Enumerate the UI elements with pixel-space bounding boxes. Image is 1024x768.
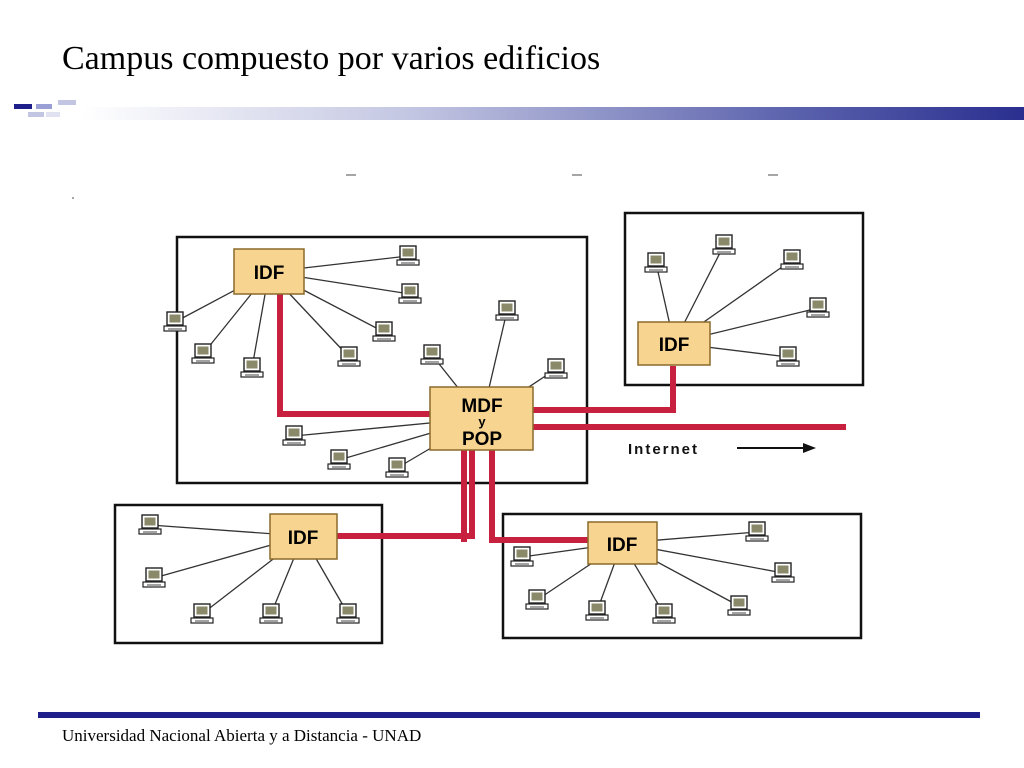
computer-terminal-icon — [327, 449, 351, 470]
computer-terminal-icon — [712, 234, 736, 255]
internet-label: Internet — [628, 441, 699, 458]
computer-terminal-icon — [190, 603, 214, 624]
mdf-label: MDF — [461, 396, 502, 417]
computer-terminal-icon — [336, 603, 360, 624]
computer-terminal-icon — [806, 297, 830, 318]
idf-bottom-left: IDF — [269, 513, 338, 560]
computer-terminal-icon — [495, 300, 519, 321]
idf-top-right: IDF — [637, 321, 711, 366]
slide-title: Campus compuesto por varios edificios — [62, 40, 601, 77]
stray-marks — [72, 174, 778, 199]
computer-terminal-icon — [142, 567, 166, 588]
idf-bottom-right: IDF — [587, 521, 658, 565]
computer-terminal-icon — [282, 425, 306, 446]
computer-terminal-icon — [259, 603, 283, 624]
computer-terminal-icon — [771, 562, 795, 583]
title-underline-bar — [82, 107, 1024, 120]
idf-bottom-left-label: IDF — [288, 528, 319, 549]
computer-terminal-icon — [396, 245, 420, 266]
computer-terminal-icon — [240, 357, 264, 378]
link-mdf-idf-top-left — [277, 294, 432, 417]
building-bottom-right — [501, 512, 863, 640]
computer-terminal-icon — [420, 344, 444, 365]
footer-text: Universidad Nacional Abierta y a Distanc… — [62, 726, 422, 745]
arrow-right-icon — [737, 443, 816, 453]
idf-top-left: IDF — [233, 248, 305, 295]
link-mdf-idf-bottom-left — [337, 450, 475, 539]
computer-terminal-icon — [585, 600, 609, 621]
link-mdf-idf-top-right — [532, 366, 676, 413]
computer-terminal-icon — [163, 311, 187, 332]
computer-terminal-icon — [385, 457, 409, 478]
computer-terminal-icon — [138, 514, 162, 535]
computer-terminal-icon — [544, 358, 568, 379]
title-decoration-icon — [14, 100, 76, 117]
buildings — [113, 211, 865, 645]
computer-terminal-icon — [191, 343, 215, 364]
computer-terminal-icon — [398, 283, 422, 304]
computer-terminal-icon — [780, 249, 804, 270]
mdf-pop: MDF y POP — [429, 386, 534, 451]
building-main — [175, 235, 589, 485]
link-mdf-idf-bottom-right — [489, 450, 588, 543]
idf-bottom-right-label: IDF — [607, 535, 638, 556]
workstations — [138, 234, 830, 624]
computer-terminal-icon — [652, 603, 676, 624]
computer-terminal-icon — [745, 521, 769, 542]
computer-terminal-icon — [727, 595, 751, 616]
idf-top-right-label: IDF — [659, 335, 690, 356]
pop-label: POP — [462, 429, 502, 450]
computer-terminal-icon — [510, 546, 534, 567]
computer-terminal-icon — [372, 321, 396, 342]
footer-bar — [38, 712, 980, 718]
mdf-y-label: y — [478, 414, 486, 429]
computer-terminal-icon — [525, 589, 549, 610]
computer-terminal-icon — [337, 346, 361, 367]
computer-terminal-icon — [776, 346, 800, 367]
building-bottom-left — [113, 503, 384, 645]
idf-top-left-label: IDF — [254, 263, 285, 284]
building-top-right — [623, 211, 865, 387]
network-nodes: IDF IDF MDF y POP IDF IDF — [233, 248, 711, 565]
backbone-links — [277, 294, 846, 543]
computer-terminal-icon — [644, 252, 668, 273]
